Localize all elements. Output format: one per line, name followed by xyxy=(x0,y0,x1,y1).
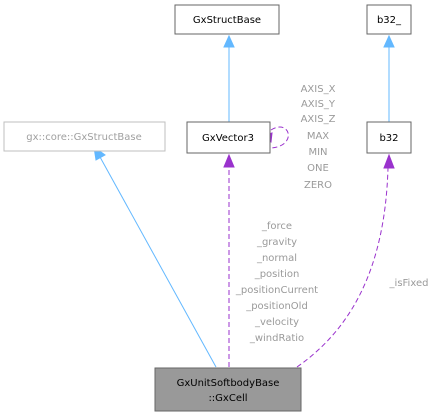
member-label: _positionCurrent xyxy=(235,285,318,296)
node-b32[interactable]: b32 xyxy=(366,121,412,154)
node-b32-underscore[interactable]: b32_ xyxy=(366,4,412,35)
member-label: _position xyxy=(254,269,300,280)
self-edge-label: ONE xyxy=(307,163,329,174)
member-label: _positionOld xyxy=(245,301,308,312)
self-edge-label: AXIS_Z xyxy=(301,114,336,125)
member-label: _gravity xyxy=(256,237,297,248)
node-gxstructbase[interactable]: GxStructBase xyxy=(174,4,280,35)
inherit-edge-b32-b32underscore xyxy=(383,34,395,122)
member-edge-cell-b32 xyxy=(296,153,395,368)
self-edge-labels: AXIS_X AXIS_Y AXIS_Z MAX MIN ONE ZERO xyxy=(301,84,336,191)
member-labels: _force _gravity _normal _position _posit… xyxy=(235,221,318,344)
member-label: _normal xyxy=(256,253,297,264)
member-label: _force xyxy=(261,221,292,232)
inherit-edge-vector3-structbase xyxy=(223,34,235,122)
member-edge-cell-vector3 xyxy=(223,153,235,367)
node-gxvector3[interactable]: GxVector3 xyxy=(186,121,271,154)
node-core-gxstructbase-label: gx::core::GxStructBase xyxy=(26,132,142,143)
self-edge-label: AXIS_X xyxy=(301,84,336,95)
self-edge-label: ZERO xyxy=(304,180,332,191)
node-gxstructbase-label: GxStructBase xyxy=(193,15,261,26)
member-label: _windRatio xyxy=(249,333,304,344)
inherit-edge-cell-corestructbase xyxy=(93,145,217,368)
node-b32-label: b32 xyxy=(379,133,398,144)
node-gxvector3-label: GxVector3 xyxy=(202,133,254,144)
self-edge-label: AXIS_Y xyxy=(301,99,336,110)
node-gxcell-focus[interactable]: GxUnitSoftbodyBase ::GxCell xyxy=(154,367,302,412)
node-gxcell-label-line2: ::GxCell xyxy=(208,393,247,404)
member-label: _velocity xyxy=(254,317,299,328)
node-core-gxstructbase[interactable]: gx::core::GxStructBase xyxy=(3,121,166,152)
node-b32-underscore-label: b32_ xyxy=(377,15,402,26)
node-gxcell-label-line1: GxUnitSoftbodyBase xyxy=(177,378,280,389)
self-edge-label: MAX xyxy=(307,131,329,142)
self-edge-label: MIN xyxy=(308,147,327,158)
b32-edge-label: _isFixed xyxy=(389,278,429,289)
